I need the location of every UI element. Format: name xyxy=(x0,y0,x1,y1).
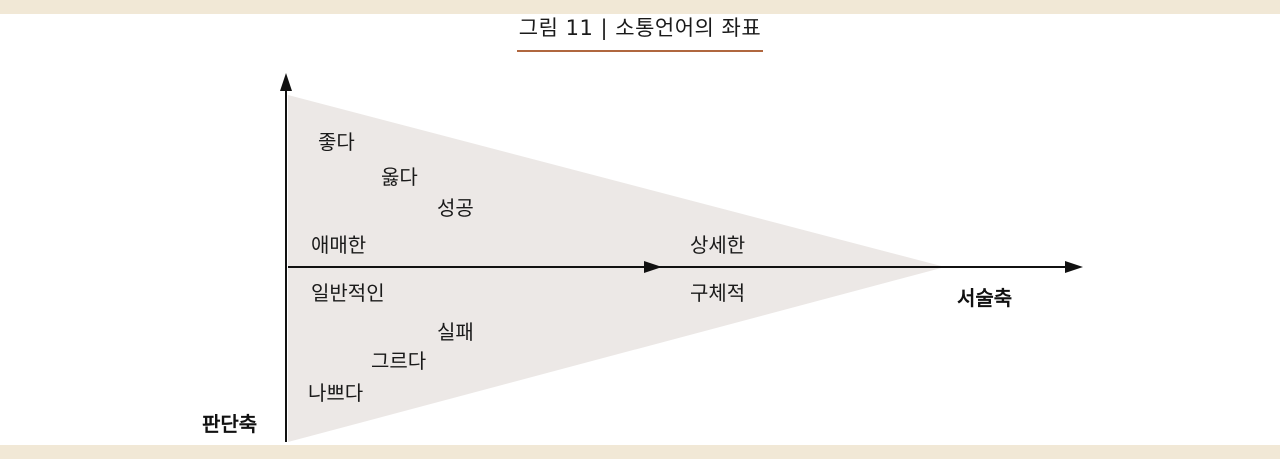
label-good: 좋다 xyxy=(318,130,355,154)
label-failure: 실패 xyxy=(437,320,474,344)
label-wrong: 그르다 xyxy=(371,349,426,373)
horizontal-axis-arrowhead xyxy=(1065,261,1083,273)
figure-title: 그림 11 | 소통언어의 좌표 xyxy=(516,14,764,52)
top-band xyxy=(0,0,1280,14)
vertical-axis-arrowhead xyxy=(280,73,292,91)
label-bad: 나쁘다 xyxy=(308,381,363,405)
label-success: 성공 xyxy=(437,196,474,220)
triangle-region xyxy=(288,95,945,442)
horizontal-axis-label: 서술축 xyxy=(957,286,1012,310)
mid-axis-arrowhead xyxy=(644,261,662,273)
bottom-band xyxy=(0,445,1280,459)
label-detailed: 상세한 xyxy=(690,233,745,257)
figure-title-container: 그림 11 | 소통언어의 좌표 xyxy=(0,14,1280,52)
label-vague: 애매한 xyxy=(311,233,366,257)
label-general: 일반적인 xyxy=(311,281,385,305)
label-right: 옳다 xyxy=(381,165,418,189)
label-concrete: 구체적 xyxy=(690,281,745,305)
vertical-axis-label: 판단축 xyxy=(202,412,257,436)
